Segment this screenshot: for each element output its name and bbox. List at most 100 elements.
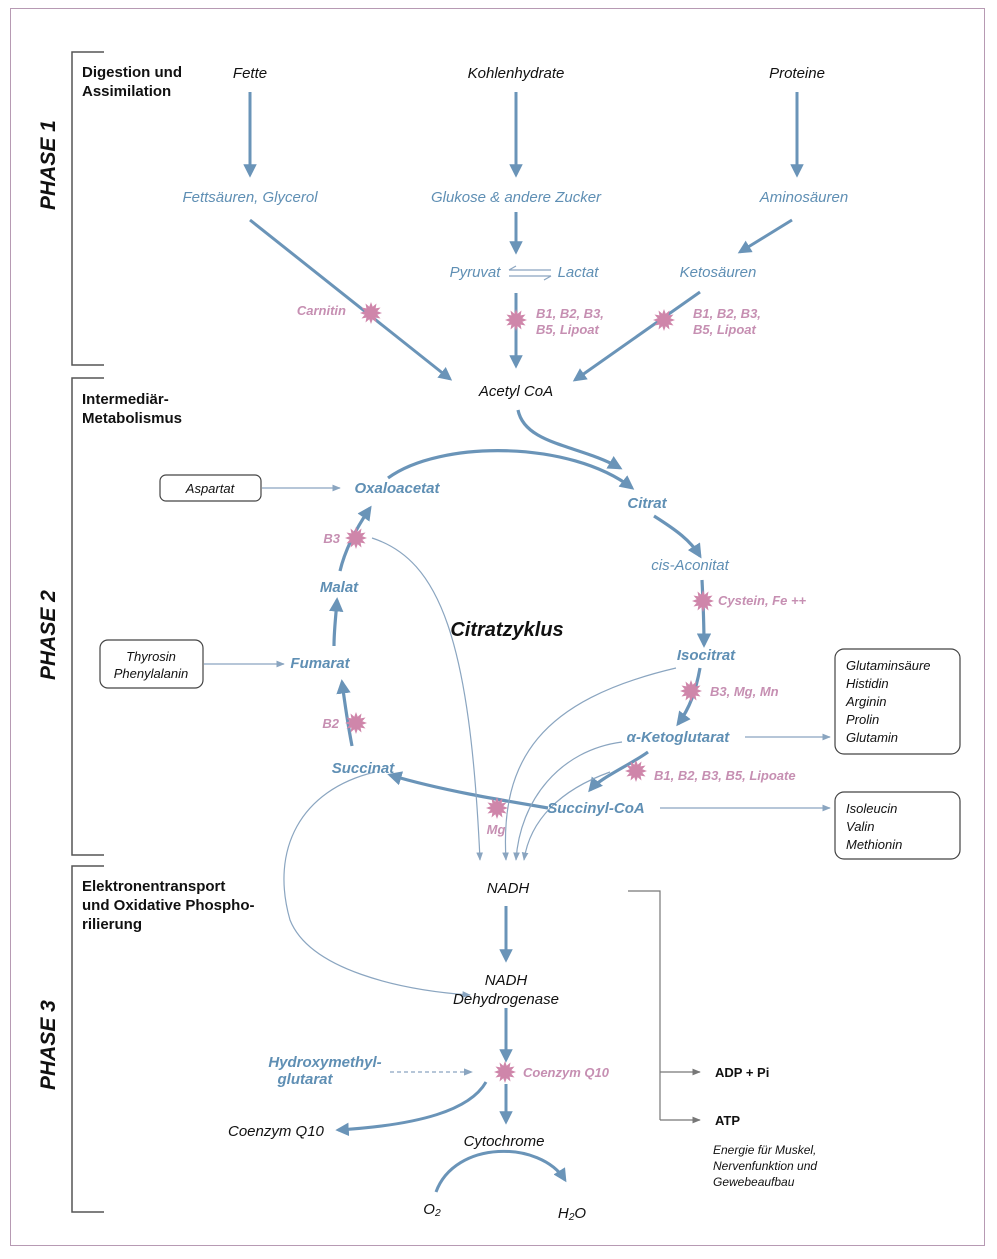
box-glutamin-line4: Prolin xyxy=(846,712,879,727)
cycle-fumarat: Fumarat xyxy=(290,655,350,672)
cofactor-b3: B3 xyxy=(323,531,340,546)
section-electron-line2: und Oxidative Phospho- xyxy=(82,897,255,914)
phase3-label: PHASE 3 xyxy=(37,1000,60,1090)
section-digestion-line1: Digestion und xyxy=(82,64,182,81)
label-adp: ADP + Pi xyxy=(715,1065,769,1080)
starburst-shape xyxy=(653,309,675,331)
cofactor-coq10: Coenzym Q10 xyxy=(523,1065,610,1080)
box-aspartat-label: Aspartat xyxy=(185,481,236,496)
label-kohlenhydrate: Kohlenhydrate xyxy=(468,65,565,82)
label-hydroxy-line2: glutarat xyxy=(276,1071,333,1088)
image-frame xyxy=(10,8,985,1246)
cofactor-carnitin: Carnitin xyxy=(297,303,346,318)
cycle-malat: Malat xyxy=(320,579,359,596)
cycle-isocitrat: Isocitrat xyxy=(677,647,736,664)
label-fette: Fette xyxy=(233,65,267,82)
section-electron-line3: rilierung xyxy=(82,916,142,933)
starburst-shape xyxy=(505,309,527,331)
box-thyrosin-line2: Phenylalanin xyxy=(114,666,188,681)
starburst-coq10-icon xyxy=(494,1061,516,1083)
label-proteine: Proteine xyxy=(769,65,825,82)
box-glutamin-line3: Arginin xyxy=(845,694,886,709)
phase3-arrows xyxy=(335,906,567,1193)
section-electron-line1: Elektronentransport xyxy=(82,878,225,895)
cofactor-keto-line1: B1, B2, B3, xyxy=(693,306,761,321)
starburst-shape xyxy=(692,590,714,612)
label-nadh-dh-line1: NADH xyxy=(485,972,528,989)
starburst-iso-icon xyxy=(680,680,702,702)
label-cytochrome: Cytochrome xyxy=(464,1133,545,1150)
side-arrows xyxy=(204,484,831,812)
label-atp: ATP xyxy=(715,1113,740,1128)
nadh-feed-curves xyxy=(283,537,677,998)
label-energy-line2: Nervenfunktion und xyxy=(713,1159,817,1173)
section-intermediary-line1: Intermediär- xyxy=(82,391,169,408)
label-nadh-dh-line2: Dehydrogenase xyxy=(453,991,559,1008)
starburst-b3-icon xyxy=(345,527,367,549)
cycle-ketoglutarat: α-Ketoglutarat xyxy=(627,729,731,746)
starburst-ketoglutarat-icon xyxy=(625,760,647,782)
cofactor-mg: Mg xyxy=(487,822,506,837)
box-glutamin-line2: Histidin xyxy=(846,676,889,691)
starburst-shape xyxy=(345,712,367,734)
starburst-b2-icon xyxy=(345,712,367,734)
starburst-carnitin-icon xyxy=(360,302,382,324)
cofactor-cystein: Cystein, Fe ++ xyxy=(718,593,807,608)
box-thyrosin-line1: Thyrosin xyxy=(126,649,176,664)
cofactor-pyruvat-line2: B5, Lipoat xyxy=(536,322,600,337)
box-glutamin-line5: Glutamin xyxy=(846,730,898,745)
starburst-shape xyxy=(680,680,702,702)
cofactor-iso: B3, Mg, Mn xyxy=(710,684,779,699)
phase2-label: PHASE 2 xyxy=(37,590,60,680)
starburst-shape xyxy=(360,302,382,324)
section-intermediary-line2: Metabolismus xyxy=(82,410,182,427)
box-isoleucin-line1: Isoleucin xyxy=(846,801,897,816)
cycle-cis-aconitat: cis-Aconitat xyxy=(651,557,729,574)
box-glutamin xyxy=(834,648,961,755)
phase2-bracket xyxy=(71,377,104,856)
label-acetyl-coa: Acetyl CoA xyxy=(478,383,553,400)
equilibrium-arrows xyxy=(508,265,552,281)
cycle-succinyl-coa: Succinyl-CoA xyxy=(547,800,645,817)
label-lactat: Lactat xyxy=(558,264,600,281)
starburst-shape xyxy=(486,797,508,819)
box-isoleucin-line3: Methionin xyxy=(846,837,902,852)
box-isoleucin-line2: Valin xyxy=(846,819,874,834)
phase1-bracket xyxy=(71,51,104,366)
box-thyrosin xyxy=(99,639,204,689)
box-isoleucin xyxy=(834,791,961,860)
cycle-title: Citratzyklus xyxy=(450,619,563,641)
starburst-keto-icon xyxy=(653,309,675,331)
starburst-cystein-icon xyxy=(692,590,714,612)
label-ketosaeuren: Ketosäuren xyxy=(680,264,757,281)
cofactor-pyruvat-line1: B1, B2, B3, xyxy=(536,306,604,321)
label-h2o: H₂O xyxy=(558,1205,587,1222)
phase-brackets xyxy=(71,51,104,1213)
cofactor-b2: B2 xyxy=(322,716,339,731)
starburst-shape xyxy=(345,527,367,549)
cycle-oxaloacetat: Oxaloacetat xyxy=(354,480,440,497)
label-fettsaeuren: Fettsäuren, Glycerol xyxy=(182,189,318,206)
cofactor-keto-line2: B5, Lipoat xyxy=(693,322,757,337)
label-o2: O₂ xyxy=(423,1201,441,1218)
label-glukose: Glukose & andere Zucker xyxy=(431,189,602,206)
label-pyruvat: Pyruvat xyxy=(450,264,502,281)
box-aspartat xyxy=(159,474,262,502)
cycle-succinat: Succinat xyxy=(332,760,396,777)
label-hydroxy-line1: Hydroxymethyl- xyxy=(268,1054,381,1071)
label-energy-line1: Energie für Muskel, xyxy=(713,1143,816,1157)
section-digestion-line2: Assimilation xyxy=(82,83,171,100)
cofactor-ketoglutarat: B1, B2, B3, B5, Lipoate xyxy=(654,768,796,783)
starburst-shape xyxy=(625,760,647,782)
phase3-bracket xyxy=(71,865,104,1213)
label-energy-line3: Gewebeaufbau xyxy=(713,1175,795,1189)
atp-bracket xyxy=(628,890,701,1124)
cycle-citrat: Citrat xyxy=(627,495,667,512)
label-coenzym-q10: Coenzym Q10 xyxy=(228,1123,325,1140)
label-nadh: NADH xyxy=(487,880,530,897)
box-glutamin-line1: Glutaminsäure xyxy=(846,658,931,673)
phase1-label: PHASE 1 xyxy=(37,120,60,210)
starburst-markers xyxy=(345,302,714,1083)
